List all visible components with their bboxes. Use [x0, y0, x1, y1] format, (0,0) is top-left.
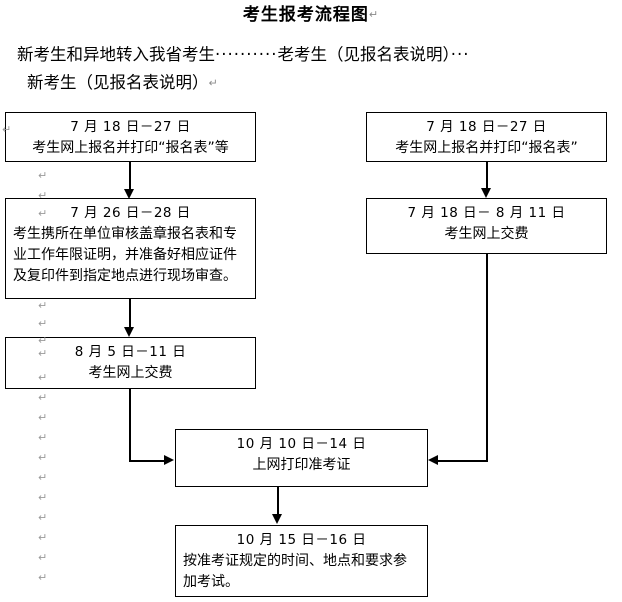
flow-box-date: 10 月 10 日－14 日 [236, 436, 367, 452]
page-title-text: 考生报考流程图 [242, 5, 369, 25]
pilcrow-mark: ↵ [38, 207, 48, 220]
legend-old-candidates: 老考生（见报名表说明） [277, 45, 451, 64]
flow-box-print-admission-ticket[interactable]: 10 月 10 日－14 日 上网打印准考证 [175, 429, 428, 487]
page-title: 考生报考流程图↵ [0, 4, 622, 26]
flow-box-date: 10 月 15 日－16 日 [236, 532, 367, 548]
flow-box-right-payment[interactable]: 7 月 18 日－ 8 月 11 日 考生网上交费 [366, 198, 607, 254]
connector-ticket-to-exam [277, 487, 279, 515]
connector-left-payment-to-ticket-horizontal [129, 460, 166, 462]
flow-box-body: 考生携所在单位审核盖章报名表和专业工作年限证明，并准备好相应证件及复印件到指定地… [13, 226, 237, 284]
pilcrow-mark: ↵ [38, 169, 48, 182]
pilcrow-mark: ↵ [38, 299, 48, 312]
pilcrow-mark: ↵ [38, 317, 48, 330]
pilcrow-mark: ↵ [368, 8, 380, 21]
legend-new-candidates: 新考生和异地转入我省考生 [17, 45, 215, 64]
arrow-left-icon [428, 455, 438, 465]
connector-left-register-to-review [129, 162, 131, 190]
pilcrow-mark: ↵ [38, 551, 48, 564]
flow-box-body: 考生网上交费 [444, 226, 529, 242]
pilcrow-mark: ↵ [2, 123, 12, 136]
legend-dot-leader-1: ·········· [215, 45, 278, 64]
pilcrow-mark: ↵ [38, 189, 48, 202]
flow-box-left-onsite-review[interactable]: 7 月 26 日－28 日 考生携所在单位审核盖章报名表和专业工作年限证明，并准… [5, 198, 256, 299]
flow-box-body: 上网打印准考证 [252, 457, 351, 473]
connector-right-register-to-payment [486, 162, 488, 189]
pilcrow-mark: ↵ [38, 334, 48, 347]
pilcrow-mark: ↵ [38, 531, 48, 544]
arrow-down-icon [481, 188, 491, 198]
flow-box-body: 考生网上报名并打印“报名表”等 [32, 140, 229, 156]
flow-box-body: 按准考证规定的时间、地点和要求参加考试。 [183, 553, 407, 590]
flow-box-date: 8 月 5 日－11 日 [74, 344, 187, 360]
arrow-down-icon [124, 189, 134, 199]
arrow-right-icon [164, 455, 174, 465]
flow-box-date: 7 月 26 日－28 日 [70, 205, 191, 221]
pilcrow-mark: ↵ [38, 347, 48, 360]
pilcrow-mark: ↵ [38, 431, 48, 444]
legend-new-candidates-note: 新考生（见报名表说明） [27, 73, 209, 92]
legend-line-1: 新考生和异地转入我省考生··········老考生（见报名表说明）··· [17, 44, 469, 66]
connector-right-payment-to-ticket-vertical [486, 254, 488, 462]
flow-box-body: 考生网上交费 [88, 365, 173, 381]
flow-box-date: 7 月 18 日－27 日 [70, 119, 191, 135]
flow-box-date: 7 月 18 日－27 日 [426, 119, 547, 135]
flow-box-right-register[interactable]: 7 月 18 日－27 日 考生网上报名并打印“报名表” [366, 112, 607, 162]
pilcrow-mark: ↵ [38, 411, 48, 424]
flow-box-date: 7 月 18 日－ 8 月 11 日 [407, 205, 566, 221]
flow-box-left-register[interactable]: 7 月 18 日－27 日 考生网上报名并打印“报名表”等 [5, 112, 256, 162]
connector-left-review-to-payment [129, 299, 131, 328]
connector-left-payment-to-ticket-vertical [129, 389, 131, 462]
arrow-down-icon [272, 514, 282, 524]
pilcrow-mark: ↵ [38, 391, 48, 404]
legend-line-2: 新考生（见报名表说明）↵ [27, 72, 218, 95]
pilcrow-mark: ↵ [38, 491, 48, 504]
pilcrow-mark: ↵ [38, 451, 48, 464]
flow-box-left-payment[interactable]: 8 月 5 日－11 日 考生网上交费 [5, 337, 256, 389]
pilcrow-mark: ↵ [38, 371, 48, 384]
arrow-down-icon [124, 327, 134, 337]
flow-box-body: 考生网上报名并打印“报名表” [395, 140, 578, 156]
pilcrow-mark: ↵ [38, 571, 48, 584]
pilcrow-mark: ↵ [208, 76, 218, 90]
legend-dot-leader-2: ··· [450, 45, 470, 64]
pilcrow-mark: ↵ [38, 471, 48, 484]
connector-right-payment-to-ticket-horizontal [437, 460, 488, 462]
pilcrow-mark: ↵ [38, 511, 48, 524]
flow-box-take-exam[interactable]: 10 月 15 日－16 日 按准考证规定的时间、地点和要求参加考试。 [175, 525, 428, 597]
